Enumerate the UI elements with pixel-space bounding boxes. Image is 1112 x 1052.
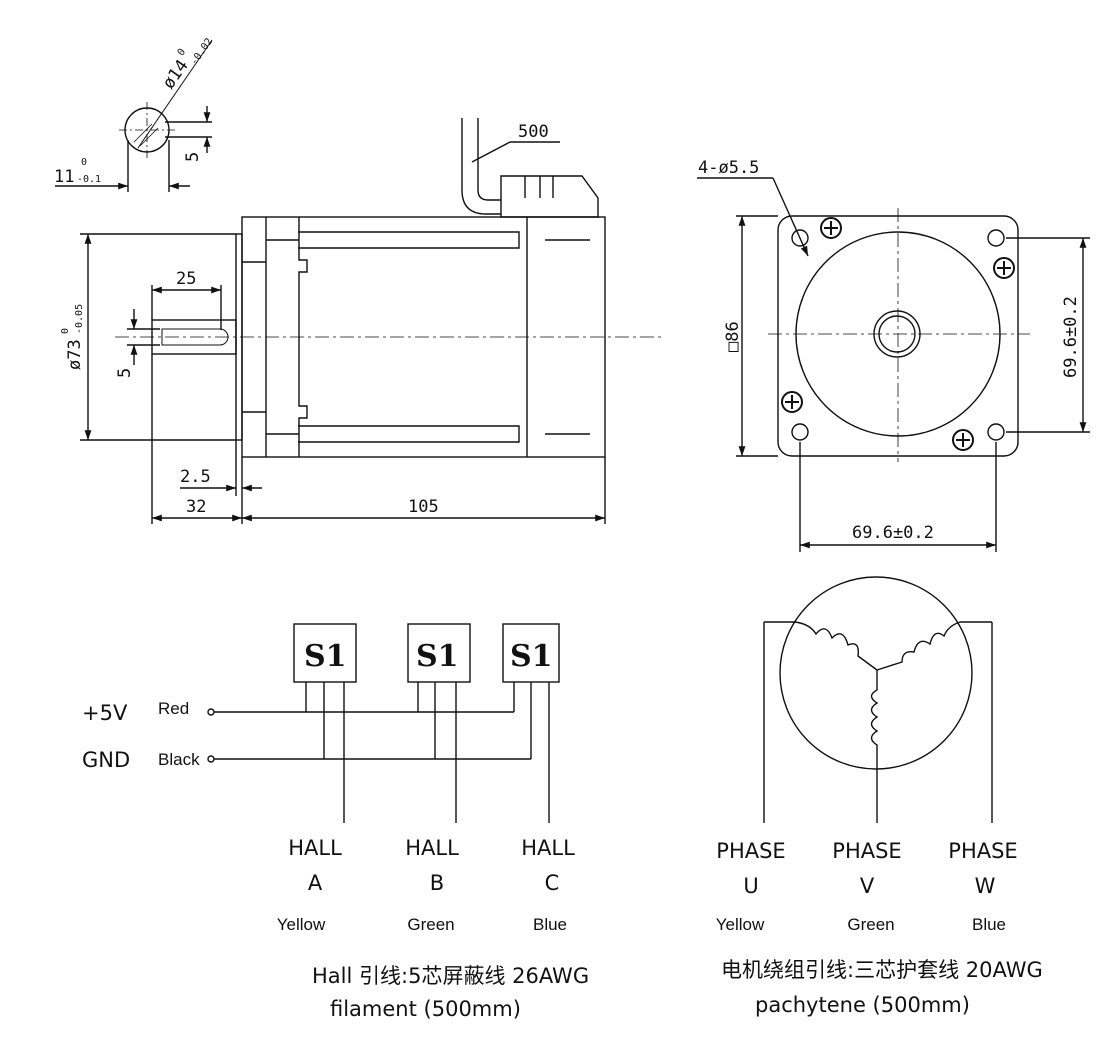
- screw-icon: [781, 391, 803, 413]
- cable-length-dim: 500: [518, 122, 549, 142]
- key-depth-tol-upper: 0: [81, 157, 87, 168]
- mount-hole: [791, 229, 809, 247]
- supply-terminal: [207, 708, 215, 716]
- coil-v: [870, 670, 879, 823]
- shaft-diameter-dim: ø14 0 -0.02: [159, 36, 215, 93]
- hall-sensor-b-label: S1: [416, 639, 459, 674]
- hall-b-line1: HALL: [405, 836, 459, 860]
- stator-circle: [779, 576, 973, 770]
- coil-w: [876, 621, 992, 671]
- svg-text:ø14: ø14: [159, 56, 193, 93]
- coil-u: [764, 621, 878, 671]
- frame-size-dim: □86: [723, 321, 743, 352]
- ground-label: GND: [82, 748, 130, 772]
- front-view: [697, 177, 1090, 552]
- phase-v-color: Green: [847, 915, 894, 934]
- svg-text:-0.02: -0.02: [189, 36, 215, 67]
- ground-wire-color: Black: [158, 750, 200, 769]
- flange-thickness-dim: 2.5: [180, 467, 211, 487]
- phase-u-line1: PHASE: [716, 839, 785, 863]
- svg-text:0: 0: [60, 328, 71, 334]
- phase-note-line2: pachytene (500mm): [755, 993, 970, 1017]
- screw-icon: [820, 217, 842, 239]
- flange-diameter-dim: ø73 0 -0.05: [60, 304, 85, 370]
- screw-icon: [952, 429, 974, 451]
- hall-a-line1: HALL: [288, 836, 342, 860]
- hall-sensor-a: [293, 623, 357, 683]
- hole-spacing-v-dim: 69.6±0.2: [1061, 296, 1081, 378]
- phase-w-line2: W: [975, 874, 996, 898]
- phase-w-line1: PHASE: [948, 839, 1017, 863]
- key-width-dim: 5: [183, 152, 203, 162]
- hall-b-color: Green: [407, 915, 454, 934]
- body-length-dim: 105: [408, 497, 439, 517]
- hall-note-line2: filament (500mm): [330, 997, 521, 1021]
- phase-u-line2: U: [743, 874, 758, 898]
- mount-hole: [987, 423, 1005, 441]
- cable-box: [500, 175, 599, 218]
- hall-wiring-diagram: [207, 623, 560, 823]
- key-depth-tol-lower: -0.1: [77, 174, 101, 185]
- supply-wire-color: Red: [158, 699, 189, 718]
- hall-a-line2: A: [308, 871, 323, 895]
- hall-sensor-c-label: S1: [510, 639, 553, 674]
- hall-note-line1: Hall 引线:5芯屏蔽线 26AWG: [312, 964, 589, 988]
- screw-icon: [993, 257, 1015, 279]
- mount-hole: [987, 229, 1005, 247]
- shaft-section-detail: [55, 39, 213, 192]
- phase-v-line1: PHASE: [832, 839, 901, 863]
- phase-u-color: Yellow: [716, 915, 765, 934]
- phase-v-line2: V: [860, 874, 875, 898]
- key-depth-dim: 11: [54, 167, 74, 187]
- cable: [461, 118, 501, 215]
- key-width-side-dim: 5: [115, 368, 135, 378]
- svg-text:ø73: ø73: [65, 339, 85, 370]
- hall-a-color: Yellow: [277, 915, 326, 934]
- svg-text:0: 0: [176, 47, 188, 58]
- mount-hole: [791, 423, 809, 441]
- hall-sensor-b: [407, 623, 471, 683]
- shaft-length-dim: 32: [186, 497, 206, 517]
- hall-c-line2: C: [545, 871, 560, 895]
- phase-w-color: Blue: [972, 915, 1006, 934]
- supply-label: +5V: [82, 701, 128, 725]
- hole-spacing-h-dim: 69.6±0.2: [852, 523, 934, 543]
- phase-note-line1: 电机绕组引线:三芯护套线 20AWG: [721, 958, 1043, 982]
- side-view: [80, 118, 665, 524]
- hall-c-color: Blue: [533, 915, 567, 934]
- hall-b-line2: B: [430, 871, 444, 895]
- phase-winding-diagram: [763, 576, 993, 823]
- mount-holes-dim: 4-ø5.5: [698, 158, 759, 178]
- svg-text:-0.05: -0.05: [74, 304, 85, 334]
- ground-terminal: [207, 755, 215, 763]
- key-length-dim: 25: [176, 269, 196, 289]
- hall-sensor-a-label: S1: [304, 639, 347, 674]
- hall-c-line1: HALL: [521, 836, 575, 860]
